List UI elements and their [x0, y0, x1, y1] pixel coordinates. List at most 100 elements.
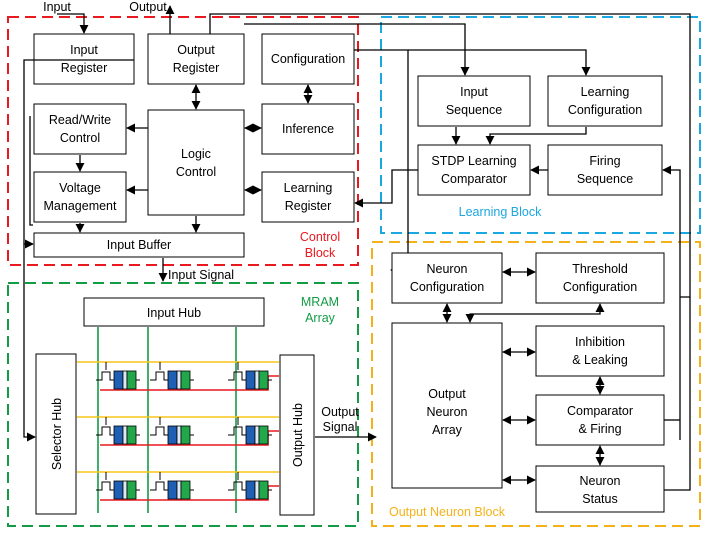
configuration-label: Configuration	[271, 52, 345, 66]
comparator-firing-box: Comparator & Firing	[535, 394, 665, 446]
mtj-barrier-1-0	[122, 425, 128, 445]
voltage-label-1: Voltage	[59, 181, 101, 195]
mtj-fixed-layer-0-1	[180, 370, 191, 390]
input-label: Input	[43, 0, 71, 14]
input-register-box: Input Register	[33, 33, 135, 85]
input-sequence-box: Input Sequence	[417, 75, 531, 127]
transistor-0-0	[96, 371, 114, 381]
transistor-2-1	[150, 481, 168, 491]
input-register-label-2: Register	[61, 61, 108, 75]
transistor-1-1	[150, 426, 168, 436]
neuron-status-box: Neuron Status	[535, 465, 665, 513]
threshold-label-1: Threshold	[572, 262, 628, 276]
stdp-label-1: STDP Learning	[431, 154, 516, 168]
learning-configuration-box: Learning Configuration	[547, 75, 663, 127]
mtj-free-layer-0-2	[245, 370, 256, 390]
learning-configuration-label-2: Configuration	[568, 103, 642, 117]
output-register-label-1: Output	[177, 43, 215, 57]
neuron-array-label-2: Neuron	[427, 405, 468, 419]
mtj-free-layer-0-0	[113, 370, 124, 390]
output-register-label-2: Register	[173, 61, 220, 75]
mram-label-1: MRAM	[301, 295, 339, 309]
logic-control-label-2: Control	[176, 165, 216, 179]
stdp-comparator-box: STDP Learning Comparator	[417, 144, 531, 196]
input-signal-label: Input Signal	[168, 268, 234, 282]
input-register-label-1: Input	[70, 43, 98, 57]
inhibition-leaking-box: Inhibition & Leaking	[535, 325, 665, 377]
firing-sequence-box: Firing Sequence	[547, 144, 663, 196]
comparator-label-2: & Firing	[578, 422, 621, 436]
output-neuron-array-box: Output Neuron Array	[391, 322, 503, 489]
learning-block-label: Learning Block	[459, 205, 542, 219]
input-hub-label: Input Hub	[147, 306, 201, 320]
mtj-free-layer-1-2	[245, 425, 256, 445]
inference-label: Inference	[282, 122, 334, 136]
mtj-free-layer-2-0	[113, 480, 124, 500]
mtj-barrier-2-0	[122, 480, 128, 500]
mtj-fixed-layer-2-1	[180, 480, 191, 500]
mtj-fixed-layer-1-0	[126, 425, 137, 445]
mram-cell-grid	[77, 327, 279, 513]
control-block-outline	[7, 16, 359, 266]
mtj-barrier-1-1	[176, 425, 182, 445]
learning-configuration-label-1: Learning	[581, 85, 630, 99]
output-label: Output	[129, 0, 167, 14]
input-hub-box: Input Hub	[83, 297, 265, 327]
mtj-free-layer-1-1	[167, 425, 178, 445]
mtj-free-layer-0-1	[167, 370, 178, 390]
mtj-fixed-layer-2-0	[126, 480, 137, 500]
mtj-barrier-2-1	[176, 480, 182, 500]
mtj-barrier-0-0	[122, 370, 128, 390]
learning-register-box: Learning Register	[261, 171, 355, 223]
transistor-0-1	[150, 371, 168, 381]
voltage-label-2: Management	[44, 199, 117, 213]
input-buffer-box: Input Buffer	[33, 232, 245, 258]
firing-sequence-label-2: Sequence	[577, 172, 633, 186]
transistor-0-2	[228, 371, 246, 381]
input-buffer-label: Input Buffer	[107, 238, 171, 252]
transistor-2-0	[96, 481, 114, 491]
mtj-barrier-1-2	[254, 425, 260, 445]
mtj-barrier-0-2	[254, 370, 260, 390]
mtj-free-layer-1-0	[113, 425, 124, 445]
stdp-label-2: Comparator	[441, 172, 507, 186]
selector-hub-box: Selector Hub	[35, 353, 77, 515]
inhibition-label-1: Inhibition	[575, 335, 625, 349]
read-write-label-1: Read/Write	[49, 113, 111, 127]
output-register-box: Output Register	[147, 33, 245, 85]
neuron-status-label-2: Status	[582, 492, 617, 506]
output-hub-box: Output Hub	[279, 354, 315, 516]
selector-hub-label: Selector Hub	[50, 398, 64, 470]
mtj-fixed-layer-1-2	[258, 425, 269, 445]
neuron-array-label-3: Array	[432, 423, 463, 437]
comparator-label-1: Comparator	[567, 404, 633, 418]
threshold-label-2: Configuration	[563, 280, 637, 294]
voltage-management-box: Voltage Management	[33, 171, 127, 223]
output-signal-label-2: Signal	[323, 420, 358, 434]
learning-register-label-2: Register	[285, 199, 332, 213]
neuron-configuration-box: Neuron Configuration	[391, 252, 503, 304]
mtj-barrier-2-2	[254, 480, 260, 500]
logic-control-label-1: Logic	[181, 147, 211, 161]
output-signal-label-1: Output	[321, 405, 359, 419]
configuration-box: Configuration	[261, 33, 355, 85]
read-write-label-2: Control	[60, 131, 100, 145]
logic-control-box: Logic Control	[147, 109, 245, 216]
read-write-control-box: Read/Write Control	[33, 103, 127, 155]
transistor-1-0	[96, 426, 114, 436]
mtj-fixed-layer-0-0	[126, 370, 137, 390]
learning-register-label-1: Learning	[284, 181, 333, 195]
mtj-free-layer-2-1	[167, 480, 178, 500]
output-hub-label: Output Hub	[291, 403, 305, 467]
mtj-barrier-0-1	[176, 370, 182, 390]
neuron-configuration-label-1: Neuron	[427, 262, 468, 276]
transistor-1-2	[228, 426, 246, 436]
input-sequence-label-1: Input	[460, 85, 488, 99]
neuron-status-label-1: Neuron	[580, 474, 621, 488]
mram-label-2: Array	[305, 311, 336, 325]
inference-box: Inference	[261, 103, 355, 155]
inhibition-label-2: & Leaking	[572, 353, 628, 367]
threshold-configuration-box: Threshold Configuration	[535, 252, 665, 304]
mtj-fixed-layer-1-1	[180, 425, 191, 445]
